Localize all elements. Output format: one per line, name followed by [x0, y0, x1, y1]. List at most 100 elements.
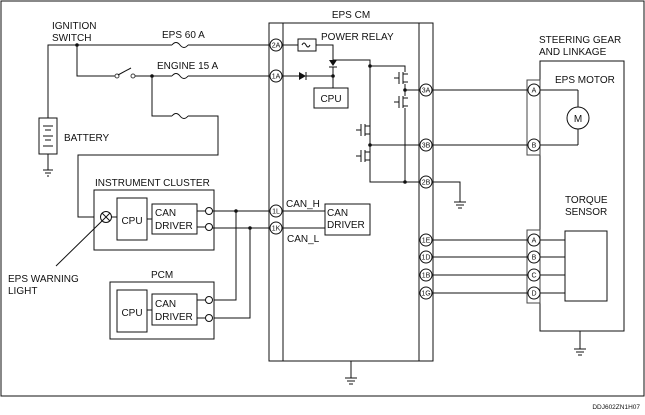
pin-2a-label: 2A — [272, 43, 281, 50]
eps-motor-icon: M — [566, 90, 590, 145]
torque-pin-c-label: C — [531, 273, 536, 280]
can-h-label: CAN_H — [286, 199, 320, 210]
torque-connector — [526, 229, 541, 304]
can-l-junction — [248, 226, 252, 230]
eps-warning-light-label-1: EPS WARNING — [8, 274, 79, 285]
eps-60a-fuse-icon — [171, 42, 189, 48]
eps-cm-ground-icon — [345, 361, 357, 385]
motor-pin-a: A — [527, 83, 541, 97]
ignition-switch-icon — [114, 67, 136, 79]
eps-can-driver-label-1: CAN — [327, 208, 348, 219]
mosfet-bottom-right-icon — [394, 96, 408, 108]
torque-sensor-label-2: SENSOR — [565, 207, 607, 218]
battery-label: BATTERY — [64, 133, 110, 144]
torque-pin-c: C — [527, 268, 541, 282]
eps-warning-light-label-2: LIGHT — [8, 286, 37, 297]
warning-light-leader-line — [55, 220, 103, 267]
pcm-can-h-wire — [212, 211, 237, 301]
pin-1a-label: 1A — [272, 74, 281, 81]
pin-1l-label: 1L — [272, 209, 280, 216]
instrument-cluster-label: INSTRUMENT CLUSTER — [95, 178, 210, 189]
eps-cpu-box — [313, 87, 349, 109]
engine-15a-fuse-icon — [171, 73, 189, 79]
pin-1d: 1D — [419, 250, 433, 264]
cpu-feed-junction — [331, 74, 335, 78]
torque-pin-a: A — [527, 233, 541, 247]
battery-icon — [38, 117, 58, 177]
figure-code: DDJ602ZN1H07 — [592, 404, 640, 411]
pin-1a: 1A — [269, 69, 283, 83]
pin-2b-label: 2B — [422, 180, 431, 187]
cluster-power-wire — [77, 115, 219, 218]
steering-gear-label-2: AND LINKAGE — [539, 47, 607, 58]
motor-pin-b-label: B — [532, 143, 537, 150]
pin-2b-ground-wire — [432, 181, 461, 202]
diagram-frame — [0, 0, 645, 397]
torque-pin-d: D — [527, 286, 541, 300]
can-l-label: CAN_L — [287, 234, 320, 245]
eps-warning-light-icon — [100, 211, 112, 223]
motor-connector — [526, 79, 541, 156]
eps-cpu-label: CPU — [320, 94, 341, 105]
pin-1l: 1L — [269, 204, 283, 218]
motor-pin-a-label: A — [532, 88, 537, 95]
ic-cpu-label: CPU — [121, 216, 142, 227]
pin-3b-label: 3B — [422, 143, 431, 150]
cluster-fuse-icon — [171, 113, 189, 119]
pin-1d-label: 1D — [422, 255, 431, 262]
ignition-switch-label-line1: IGNITION — [52, 21, 96, 32]
ignition-junction — [75, 43, 79, 47]
pin-3a-label: 3A — [422, 88, 431, 95]
pcm-can-driver-label-1: CAN — [155, 299, 176, 310]
can-h-junction — [234, 209, 238, 213]
pin-2b-ground-icon — [454, 201, 466, 209]
torque-sensor-box — [564, 230, 608, 302]
torque-sensor-label-1: TORQUE — [565, 195, 608, 206]
pcm-cpu-box — [116, 289, 148, 333]
torque-pin-b: B — [527, 250, 541, 264]
motor-symbol-label: M — [574, 114, 582, 125]
power-relay-icon — [297, 38, 317, 52]
engine-fuse-label: ENGINE 15 A — [157, 61, 218, 72]
ic-can-driver-label-2: DRIVER — [155, 221, 193, 232]
eps-can-driver-box — [324, 203, 371, 236]
eps-cm-label: EPS CM — [332, 10, 370, 21]
ic-can-h-terminal — [205, 207, 213, 215]
torque-pin-d-label: D — [531, 291, 536, 298]
pin-1e-label: 1E — [422, 238, 431, 245]
power-relay-label: POWER RELAY — [321, 32, 394, 43]
eps-fuse-label: EPS 60 A — [162, 30, 205, 41]
pin-1b: 1B — [419, 268, 433, 282]
battery-feed-wire — [47, 44, 172, 118]
pcm-label: PCM — [151, 270, 173, 281]
hbridge-top-right-wire — [370, 65, 406, 72]
pin-1e: 1E — [419, 233, 433, 247]
pcm-cpu-label: CPU — [121, 308, 142, 319]
steering-gear-label-1: STEERING GEAR — [539, 35, 621, 46]
torque-pin-b-label: B — [532, 255, 537, 262]
ignition-switch-label-line2: SWITCH — [52, 33, 91, 44]
pcm-can-h-terminal — [205, 296, 213, 304]
pin-2b: 2B — [419, 175, 433, 189]
relay-output-wire — [316, 44, 334, 60]
pcm-can-l-wire — [212, 228, 251, 319]
cluster-feed-junction — [150, 74, 154, 78]
pin-2a: 2A — [269, 38, 283, 52]
ic-can-driver-box — [151, 203, 198, 235]
pin-1k: 1K — [269, 221, 283, 235]
ic-can-driver-label-1: CAN — [155, 208, 176, 219]
pin-1g: 1G — [419, 286, 433, 300]
pin-3a: 3A — [419, 83, 433, 97]
mosfet-top-left-icon — [356, 124, 370, 136]
hbridge-supply-wire — [333, 59, 405, 183]
eps-cm-module: EPS CM — [268, 10, 434, 362]
steering-ground-icon — [574, 331, 586, 356]
eps-can-driver-label-2: DRIVER — [327, 220, 365, 231]
ic-can-l-terminal — [205, 223, 213, 231]
cluster-feed-branch-wire — [151, 76, 172, 117]
eps-motor-label: EPS MOTOR — [555, 75, 615, 86]
pin-1k-label: 1K — [272, 226, 281, 233]
mosfet-bottom-left-icon — [356, 150, 370, 162]
